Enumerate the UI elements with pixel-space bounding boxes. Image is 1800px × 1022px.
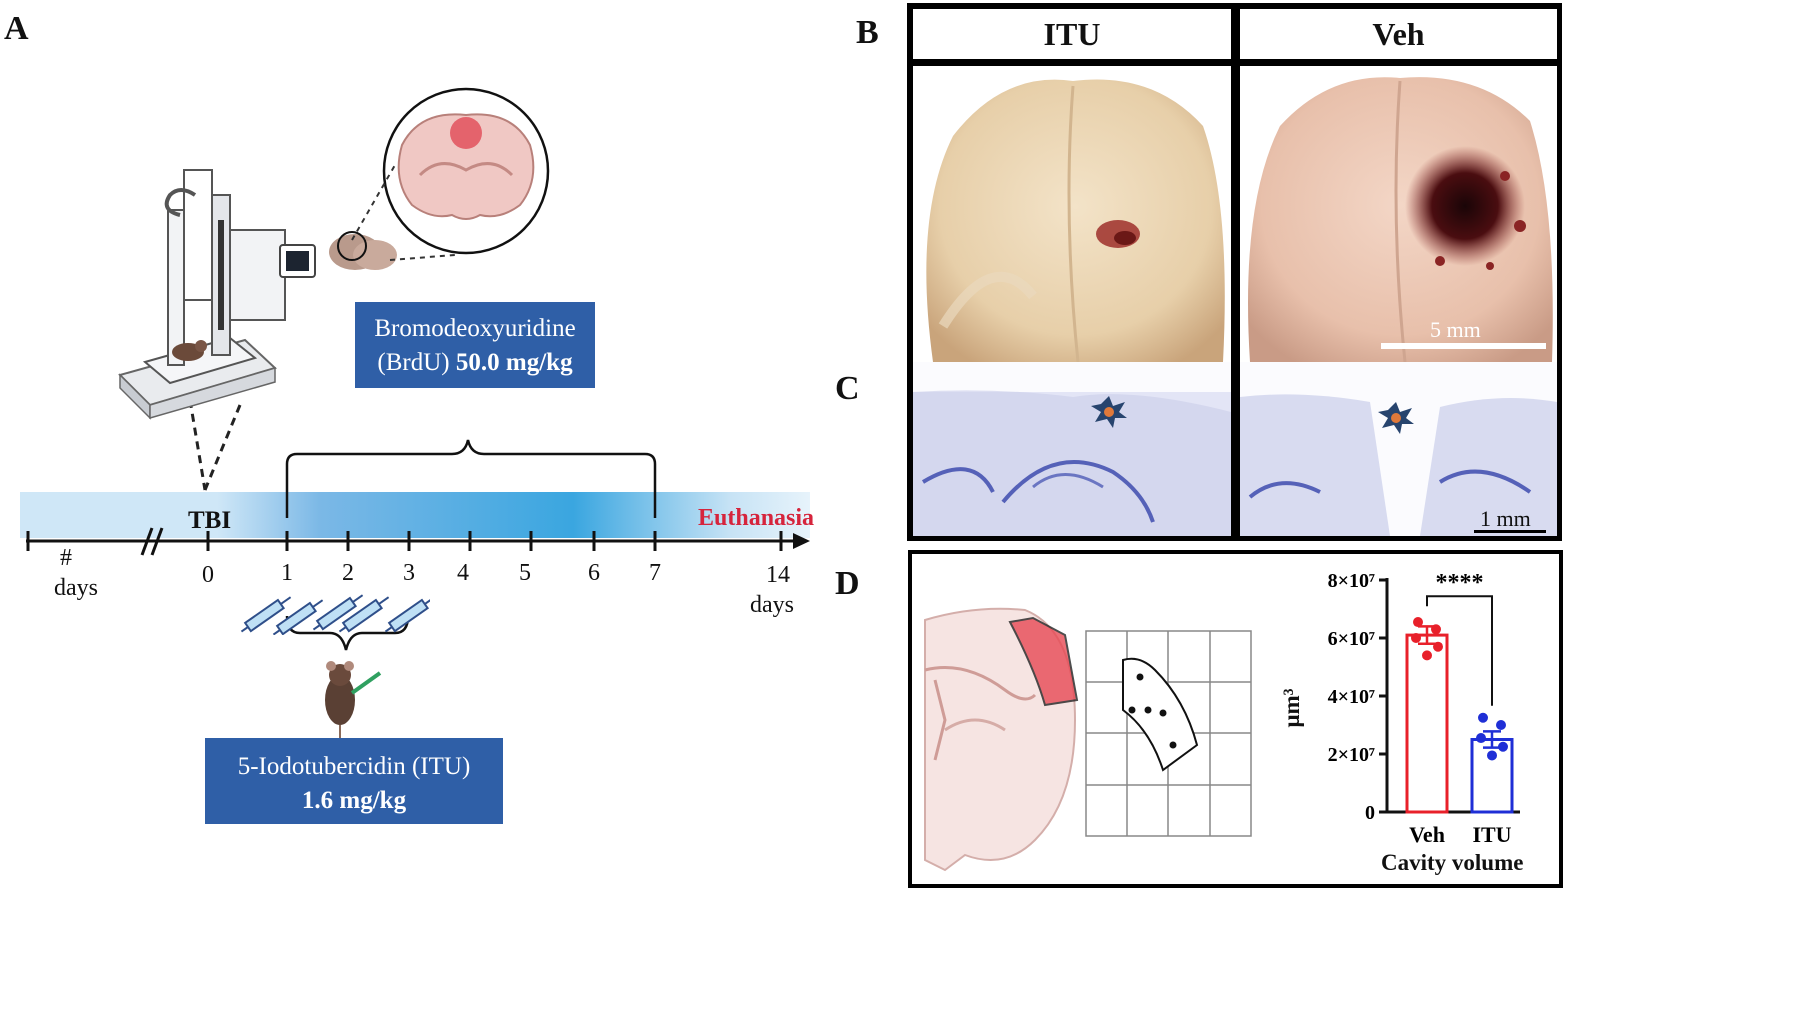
scale-bar-1mm-label: 1 mm [1480, 506, 1531, 531]
data-point [1433, 641, 1443, 652]
tick-label: 1 [281, 560, 293, 586]
tbi-label: TBI [188, 507, 232, 534]
zoom-dashed-lines [351, 164, 456, 261]
pre-days-label: days [54, 575, 98, 601]
itu-nissl-section [913, 362, 1231, 536]
tick-label: 7 [649, 560, 661, 586]
header-itu: ITU [913, 9, 1231, 59]
brain-injury-zoom-illustration [382, 87, 550, 255]
mouse-injection-illustration [325, 661, 382, 740]
end-days-label: days [750, 592, 794, 618]
significance-bracket [1426, 595, 1493, 706]
tick-label: 4 [457, 560, 469, 586]
panel-d-frame [908, 550, 1563, 888]
itu-dose-box: 5-Iodotubercidin (ITU) 1.6 mg/kg [205, 738, 503, 824]
tick-label: 2 [342, 560, 354, 586]
data-point [1487, 750, 1497, 761]
data-point [1478, 712, 1488, 723]
tick-label: 0 [202, 562, 214, 588]
chart-y-axis-label: μm³ [1279, 688, 1304, 728]
scale-bar-5mm-label: 5 mm [1430, 317, 1481, 342]
brdu-dose-box: Bromodeoxyuridine (BrdU) 50.0 mg/kg [355, 302, 595, 388]
panel-letter-a: A [4, 10, 29, 47]
veh-brain-photo [1240, 66, 1557, 362]
header-veh: Veh [1240, 9, 1557, 59]
itu-line-1: 5-Iodotubercidin (ITU) [237, 753, 471, 780]
stereology-grid-illustration [1085, 630, 1252, 837]
tick-label: 14 [766, 562, 790, 588]
stereotaxic-frame-illustration [118, 169, 397, 491]
data-point [1411, 633, 1421, 643]
itu-brain-photo [913, 66, 1231, 362]
panel-letter-d: D [835, 565, 860, 602]
x-tick-label: Veh [1409, 822, 1445, 847]
timeline-axis [26, 439, 810, 651]
tick-label: 6 [588, 560, 600, 586]
syringe-icons [240, 594, 430, 635]
data-point [1496, 720, 1506, 730]
brdu-dose: 50.0 mg/kg [455, 349, 573, 376]
brain-section-illustration [924, 607, 1079, 872]
chart-x-axis-label: Cavity volume [1381, 850, 1524, 875]
data-point [1476, 733, 1486, 744]
data-point [1422, 650, 1432, 661]
brdu-line-1: Bromodeoxyuridine [374, 315, 576, 342]
cavity-volume-bar-chart: 0 2×10⁷ 4×10⁷ 6×10⁷ 8×10⁷ Veh ITU **** [1328, 570, 1520, 847]
tick-label: 5 [519, 560, 531, 586]
pre-days-symbol: # [60, 545, 72, 571]
data-point [1498, 741, 1508, 752]
euthanasia-label: Euthanasia [698, 505, 815, 531]
x-tick-label: ITU [1472, 822, 1511, 847]
significance-label: **** [1436, 570, 1484, 596]
panel-letter-c: C [835, 370, 860, 407]
data-point [1431, 624, 1441, 635]
scale-bar-5mm [1381, 343, 1546, 349]
y-tick-label: 2×10⁷ [1328, 744, 1375, 766]
brdu-line-2: (BrdU) 50.0 mg/kg [355, 346, 595, 380]
itu-line-2: 1.6 mg/kg [301, 787, 407, 814]
panel-letter-b: B [856, 14, 879, 51]
scale-bar-1mm [1474, 530, 1546, 533]
y-tick-label: 0 [1365, 802, 1375, 824]
data-point [1413, 617, 1423, 628]
y-tick-label: 4×10⁷ [1328, 686, 1375, 708]
bar-veh [1405, 633, 1449, 814]
tick-label: 3 [403, 560, 415, 586]
y-tick-label: 8×10⁷ [1328, 570, 1375, 592]
y-tick-label: 6×10⁷ [1328, 628, 1375, 650]
brdu-abbrev: (BrdU) [377, 349, 456, 376]
veh-nissl-section [1240, 362, 1557, 536]
